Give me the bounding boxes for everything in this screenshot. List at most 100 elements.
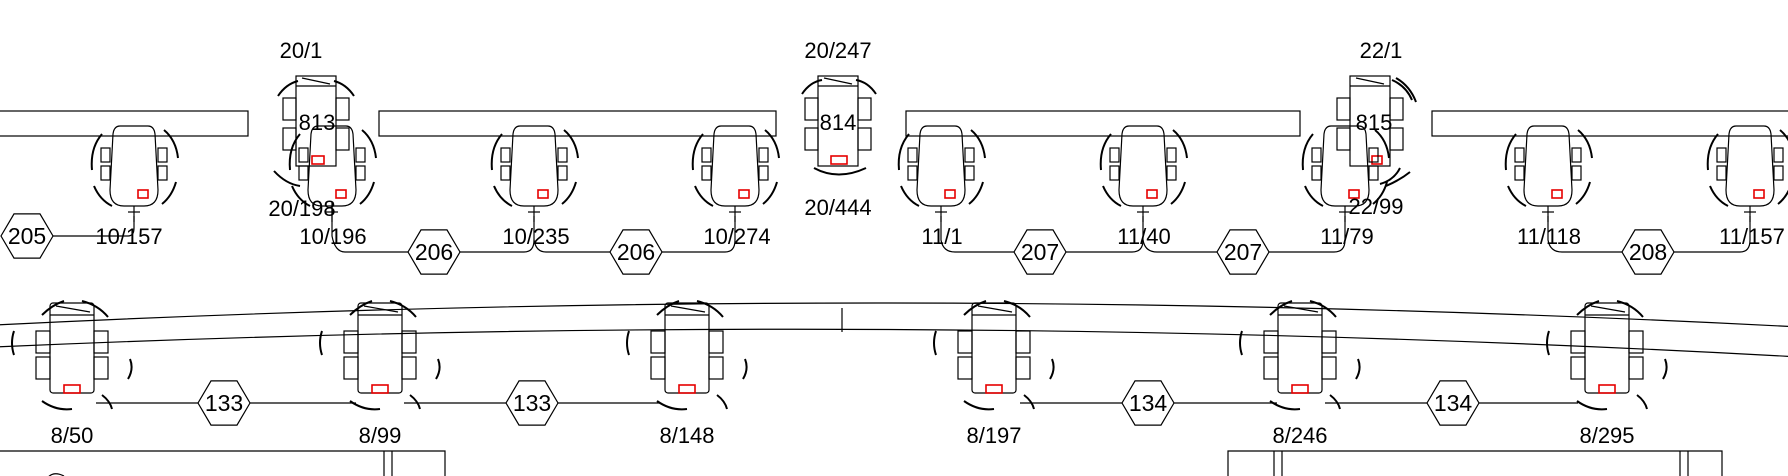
hexagon-label: 133 <box>205 390 243 416</box>
device-label: 10/196 <box>299 224 366 249</box>
device-body <box>109 125 159 207</box>
red-marker <box>335 189 347 199</box>
box-813: 813 <box>273 75 355 187</box>
box-bottom-label: 22/99 <box>1348 194 1403 219</box>
red-marker <box>137 189 149 199</box>
device-body <box>1523 125 1573 207</box>
hexagon-label: 206 <box>617 239 655 265</box>
lower-device <box>933 300 1055 411</box>
lower-device-labels: 8/50 8/99 8/148 8/197 8/246 8/295 <box>51 423 1635 448</box>
box-label: 815 <box>1356 110 1393 135</box>
upper-device-labels: 10/157 10/196 10/235 10/274 11/1 11/40 1… <box>95 224 1784 249</box>
upper-boxes: 813 814 815 <box>273 75 1417 187</box>
hexagon-label: 206 <box>415 239 453 265</box>
red-marker <box>63 384 81 394</box>
red-marker <box>1598 384 1616 394</box>
device-body <box>664 302 710 394</box>
lower-device <box>626 300 748 411</box>
device-label: 11/157 <box>1719 224 1785 249</box>
upper-device <box>490 125 579 222</box>
upper-device <box>1099 125 1188 222</box>
red-marker <box>1753 189 1765 199</box>
lower-device <box>319 300 441 411</box>
device-body <box>49 302 95 394</box>
upper-connectors <box>52 202 1751 253</box>
device-label: 11/79 <box>1320 224 1373 249</box>
hexagon-label: 208 <box>1629 239 1667 265</box>
hexagon-node: 133 <box>197 380 251 426</box>
lower-device <box>1239 300 1361 411</box>
upper-bars <box>0 110 1788 137</box>
box-top-label: 20/247 <box>804 38 871 63</box>
upper-device <box>1706 125 1788 222</box>
device-body <box>509 125 559 207</box>
device-label: 8/50 <box>51 423 94 448</box>
box-815: 815 <box>1336 75 1417 187</box>
bottom-boxes <box>0 450 1723 476</box>
device-body <box>1118 125 1168 207</box>
hexagon-label: 134 <box>1434 390 1473 416</box>
box-label: 814 <box>820 110 857 135</box>
red-marker <box>1146 189 1158 199</box>
device-body <box>1725 125 1775 207</box>
box-bottom-label: 20/198 <box>268 196 335 221</box>
upper-devices <box>90 125 1788 222</box>
device-body <box>1277 302 1323 394</box>
upper-device <box>90 125 179 222</box>
lower-rails <box>0 302 1788 357</box>
device-body <box>307 125 357 207</box>
hexagon-node: 208 <box>1621 229 1675 275</box>
lower-hexagons: 133 133 134 134 <box>197 380 1480 426</box>
device-label: 10/274 <box>703 224 770 249</box>
box-814: 814 <box>801 75 877 176</box>
red-marker <box>371 384 389 394</box>
hexagon-label: 133 <box>513 390 551 416</box>
device-body <box>1320 125 1370 207</box>
upper-device <box>897 125 986 222</box>
box-top-label: 20/1 <box>280 38 323 63</box>
hexagon-label: 207 <box>1224 239 1262 265</box>
device-body <box>916 125 966 207</box>
hexagon-node: 134 <box>1426 380 1480 426</box>
hexagon-label: 207 <box>1021 239 1059 265</box>
red-marker <box>1551 189 1563 199</box>
red-marker <box>537 189 549 199</box>
device-label: 11/1 <box>921 224 962 249</box>
device-label: 11/40 <box>1117 224 1170 249</box>
box-bottom-label: 20/444 <box>804 195 871 220</box>
device-label: 10/157 <box>95 224 162 249</box>
hexagon-node: 206 <box>407 229 461 275</box>
device-label: 8/197 <box>966 423 1021 448</box>
hexagon-node: 134 <box>1121 380 1175 426</box>
hexagon-label: 134 <box>1129 390 1168 416</box>
box-label: 813 <box>299 110 336 135</box>
device-label: 11/118 <box>1517 224 1581 249</box>
lower-devices <box>11 300 1668 411</box>
hexagon-node: 207 <box>1216 229 1270 275</box>
device-label: 8/295 <box>1579 423 1634 448</box>
device-label: 10/235 <box>502 224 569 249</box>
red-marker <box>678 384 696 394</box>
hexagon-node: 205 <box>0 213 54 259</box>
upper-device <box>691 125 780 222</box>
box-top-bottom-labels: 20/1 20/198 20/247 20/444 22/1 22/99 <box>268 38 1403 221</box>
upper-device <box>1301 125 1390 222</box>
hexagon-node: 207 <box>1013 229 1067 275</box>
hexagon-node: 133 <box>505 380 559 426</box>
upper-device <box>1504 125 1593 222</box>
red-marker <box>1291 384 1309 394</box>
lower-device <box>1546 300 1668 411</box>
device-label: 8/99 <box>359 423 402 448</box>
red-marker <box>944 189 956 199</box>
device-body <box>971 302 1017 394</box>
device-body <box>710 125 760 207</box>
hexagon-node: 206 <box>609 229 663 275</box>
lower-device <box>11 300 133 411</box>
device-body <box>357 302 403 394</box>
device-label: 8/148 <box>659 423 714 448</box>
red-marker <box>985 384 1003 394</box>
red-marker <box>738 189 750 199</box>
device-label: 8/246 <box>1272 423 1327 448</box>
hexagon-label: 205 <box>8 223 46 249</box>
